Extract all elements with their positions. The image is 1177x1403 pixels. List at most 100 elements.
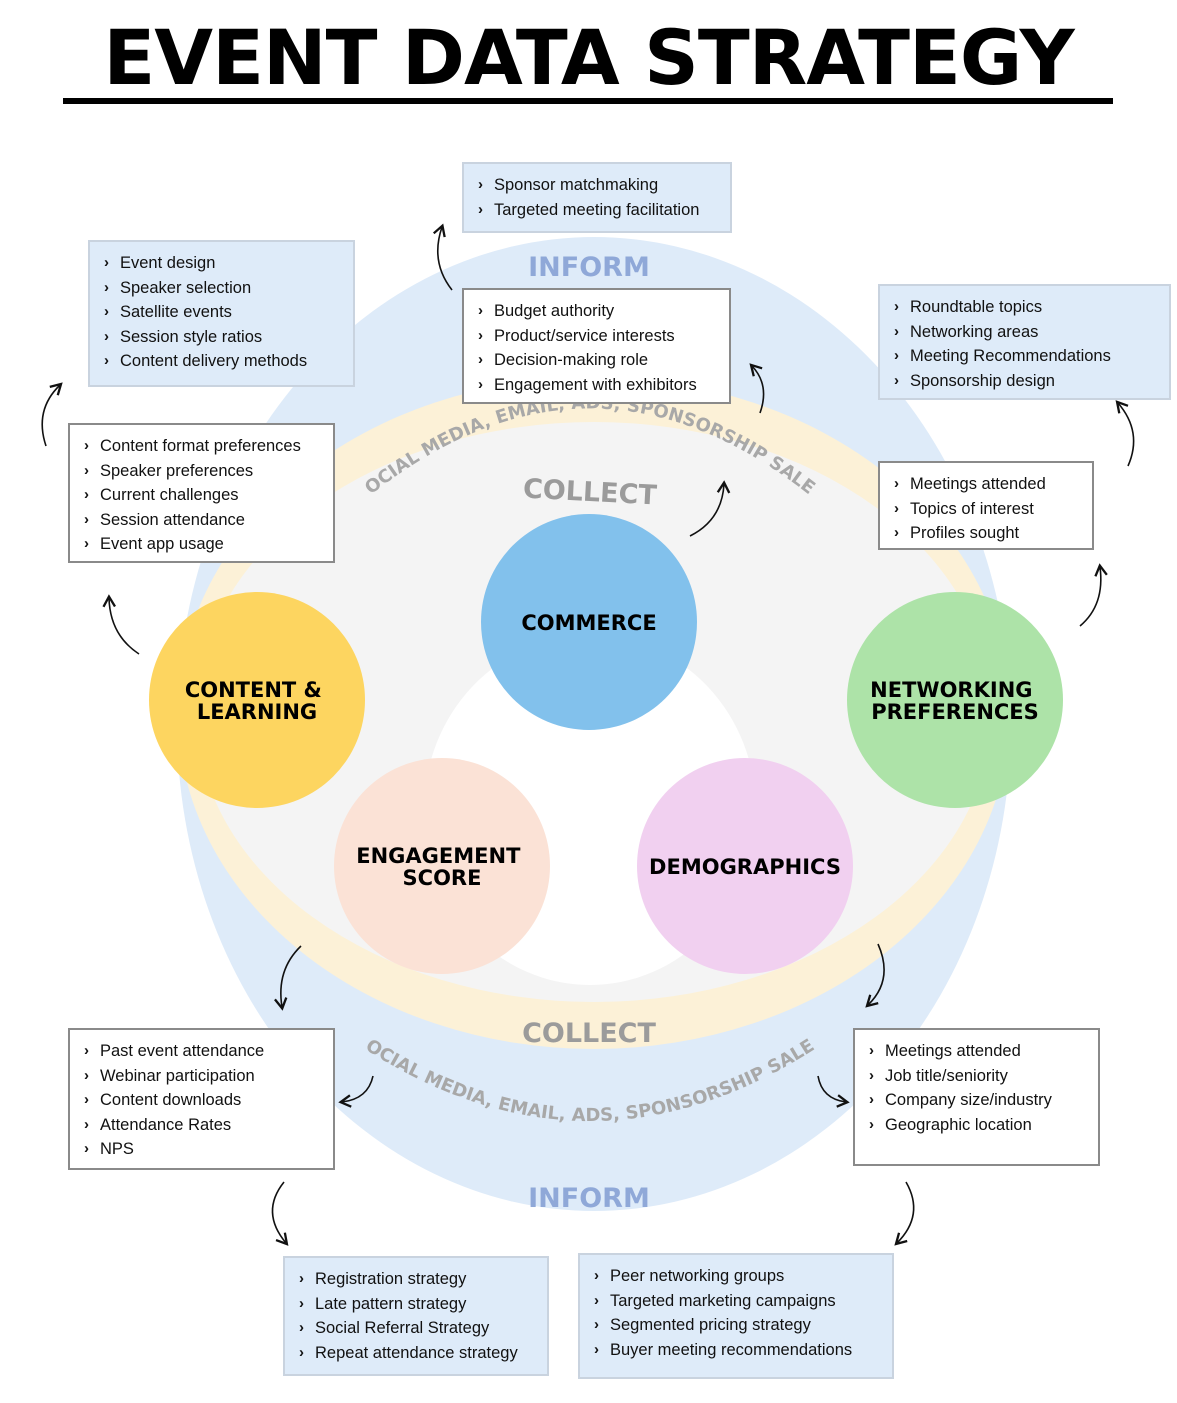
list-item: ›Sponsor matchmaking	[478, 173, 716, 198]
arrow-engagement-box-to-inform	[271, 1181, 289, 1246]
list-item-text: Meetings attended	[910, 475, 1046, 493]
list-item: ›Social Referral Strategy	[299, 1316, 533, 1341]
list-item: ›Targeted meeting facilitation	[478, 198, 716, 223]
list-item: › Content delivery methods	[104, 349, 339, 374]
list-item-text: Webinar participation	[100, 1066, 255, 1085]
chevron-right-icon: ›	[299, 1343, 304, 1361]
title-underline	[63, 98, 1113, 104]
content-collect-box: › Content format preferences ›Speaker pref…	[68, 423, 335, 563]
chevron-right-icon: ›	[84, 1042, 89, 1059]
list-item: ›Meetings attended	[894, 472, 1078, 497]
list-item: › Repeat attendance strategy	[299, 1341, 533, 1366]
chevron-right-icon: ›	[894, 298, 899, 315]
hub-commerce-label: COMMERCE	[521, 611, 656, 635]
list-item-text: Event app usage	[100, 535, 224, 553]
chevron-right-icon: ›	[894, 322, 899, 340]
list-item-text: NPS	[100, 1140, 134, 1158]
list-item: ›Session style ratios	[104, 325, 339, 350]
list-item: ›Webinar participation	[84, 1064, 319, 1089]
arrow-demographics-to-collect	[865, 943, 885, 1008]
list-item-text: Job title/seniority	[885, 1066, 1008, 1085]
chevron-right-icon: ›	[594, 1291, 599, 1309]
list-item-text: Speaker selection	[120, 278, 252, 297]
list-item: ›Buyer meeting recommendations	[594, 1338, 878, 1363]
chevron-right-icon: ›	[84, 1140, 89, 1157]
list-item-text: Session style ratios	[120, 327, 263, 346]
chevron-right-icon: ›	[894, 524, 899, 541]
svg-text:ENGAGEMENT SCORE: ENGAGEMENT SCORE	[356, 844, 527, 890]
engagement-collect-box: ›Past event attendance›Webinar participa…	[68, 1028, 335, 1170]
list-item: ›Roundtable topics	[894, 295, 1155, 320]
list-item-text: Buyer meeting recommendations	[610, 1340, 853, 1359]
chevron-right-icon: ›	[299, 1294, 304, 1312]
list-item: › Company size/industry	[869, 1088, 1084, 1113]
chevron-right-icon: ›	[84, 437, 89, 454]
chevron-right-icon: ›	[894, 371, 899, 389]
hub-commerce: COMMERCE	[481, 514, 697, 730]
chevron-right-icon: ›	[869, 1115, 874, 1133]
list-item-text: Registration strategy	[315, 1270, 467, 1288]
list-item-text: Sponsorship design	[910, 371, 1055, 390]
list-item-text: Past event attendance	[100, 1042, 265, 1060]
list-item-text: Topics of interest	[910, 499, 1034, 518]
list-item-text: Segmented pricing strategy	[610, 1316, 811, 1334]
chevron-right-icon: ›	[478, 375, 483, 393]
arrow-engagement-collect-to-box	[338, 1075, 374, 1108]
chevron-right-icon: ›	[104, 303, 109, 320]
list-item-text: Session attendance	[100, 510, 245, 529]
arrow-demographics-box-to-inform	[894, 1181, 915, 1246]
list-item: › Job title/seniority	[869, 1064, 1084, 1089]
list-item-text: Attendance Rates	[100, 1115, 232, 1134]
list-item-text: Engagement with exhibitors	[494, 375, 697, 394]
list-item: › Meetings attended	[869, 1039, 1084, 1064]
arrow-engagement-to-collect	[274, 945, 302, 1011]
chevron-right-icon: ›	[869, 1091, 874, 1108]
list-item: › Engagement with exhibitors	[478, 373, 715, 398]
chevron-right-icon: ›	[84, 1115, 89, 1133]
list-item: › Satellite events	[104, 300, 339, 325]
list-item: › Content format preferences	[84, 434, 319, 459]
list-item: ›Speaker preferences	[84, 459, 319, 484]
chevron-right-icon: ›	[894, 499, 899, 517]
chevron-right-icon: ›	[84, 486, 89, 503]
hub-networking-preferences: NETWORKING PREFERENCES	[847, 592, 1063, 808]
svg-text:COMMERCE: COMMERCE	[521, 611, 656, 635]
chevron-right-icon: ›	[594, 1316, 599, 1333]
list-item-text: Sponsor matchmaking	[494, 176, 659, 194]
list-item: › Budget authority	[478, 299, 715, 324]
list-item-text: Late pattern strategy	[315, 1294, 467, 1313]
list-item: › Attendance Rates	[84, 1113, 319, 1138]
list-item-text: Meeting Recommendations	[910, 347, 1111, 365]
list-item-text: Satellite events	[120, 303, 232, 321]
chevron-right-icon: ›	[104, 278, 109, 296]
list-item: ›Product/service interests	[478, 324, 715, 349]
hub-engagement-score: ENGAGEMENT SCORE	[334, 758, 550, 974]
chevron-right-icon: ›	[869, 1042, 874, 1059]
list-item-text: Company size/industry	[885, 1091, 1052, 1109]
list-item: › Event app usage	[84, 532, 319, 557]
list-item: ›Meeting Recommendations	[894, 344, 1155, 369]
collect-label-top: COLLECT	[522, 474, 658, 512]
networking-collect-box: ›Meetings attended›Topics of interest›Pr…	[878, 461, 1094, 550]
list-item: ›Content downloads	[84, 1088, 319, 1113]
list-item: › Sponsorship design	[894, 369, 1155, 394]
content-inform-box: ›Event design›Speaker selection›Satellit…	[88, 240, 355, 387]
list-item-text: Repeat attendance strategy	[315, 1343, 518, 1362]
chevron-right-icon: ›	[84, 535, 89, 552]
list-item-text: Content delivery methods	[120, 352, 308, 370]
svg-text:NETWORKING PREFERENCES: NETWORKING PREFERENCES	[870, 678, 1040, 724]
demographics-inform-box: ›Peer networking groups›Targeted marketi…	[578, 1253, 894, 1379]
inform-label-bottom: INFORM	[528, 1183, 650, 1214]
chevron-right-icon: ›	[478, 302, 483, 319]
list-item-text: Meetings attended	[885, 1042, 1021, 1060]
chevron-right-icon: ›	[104, 352, 109, 369]
list-item: ›Peer networking groups	[594, 1264, 878, 1289]
chevron-right-icon: ›	[869, 1066, 874, 1084]
list-item: › Segmented pricing strategy	[594, 1313, 878, 1338]
networking-inform-box: ›Roundtable topics›Networking areas›Meet…	[878, 284, 1171, 400]
list-item-text: Budget authority	[494, 302, 615, 320]
arrow-demographics-collect-to-box	[817, 1075, 850, 1108]
chevron-right-icon: ›	[594, 1267, 599, 1284]
arrow-commerce-to-inform	[432, 223, 453, 291]
list-item-text: Content format preferences	[100, 437, 301, 455]
